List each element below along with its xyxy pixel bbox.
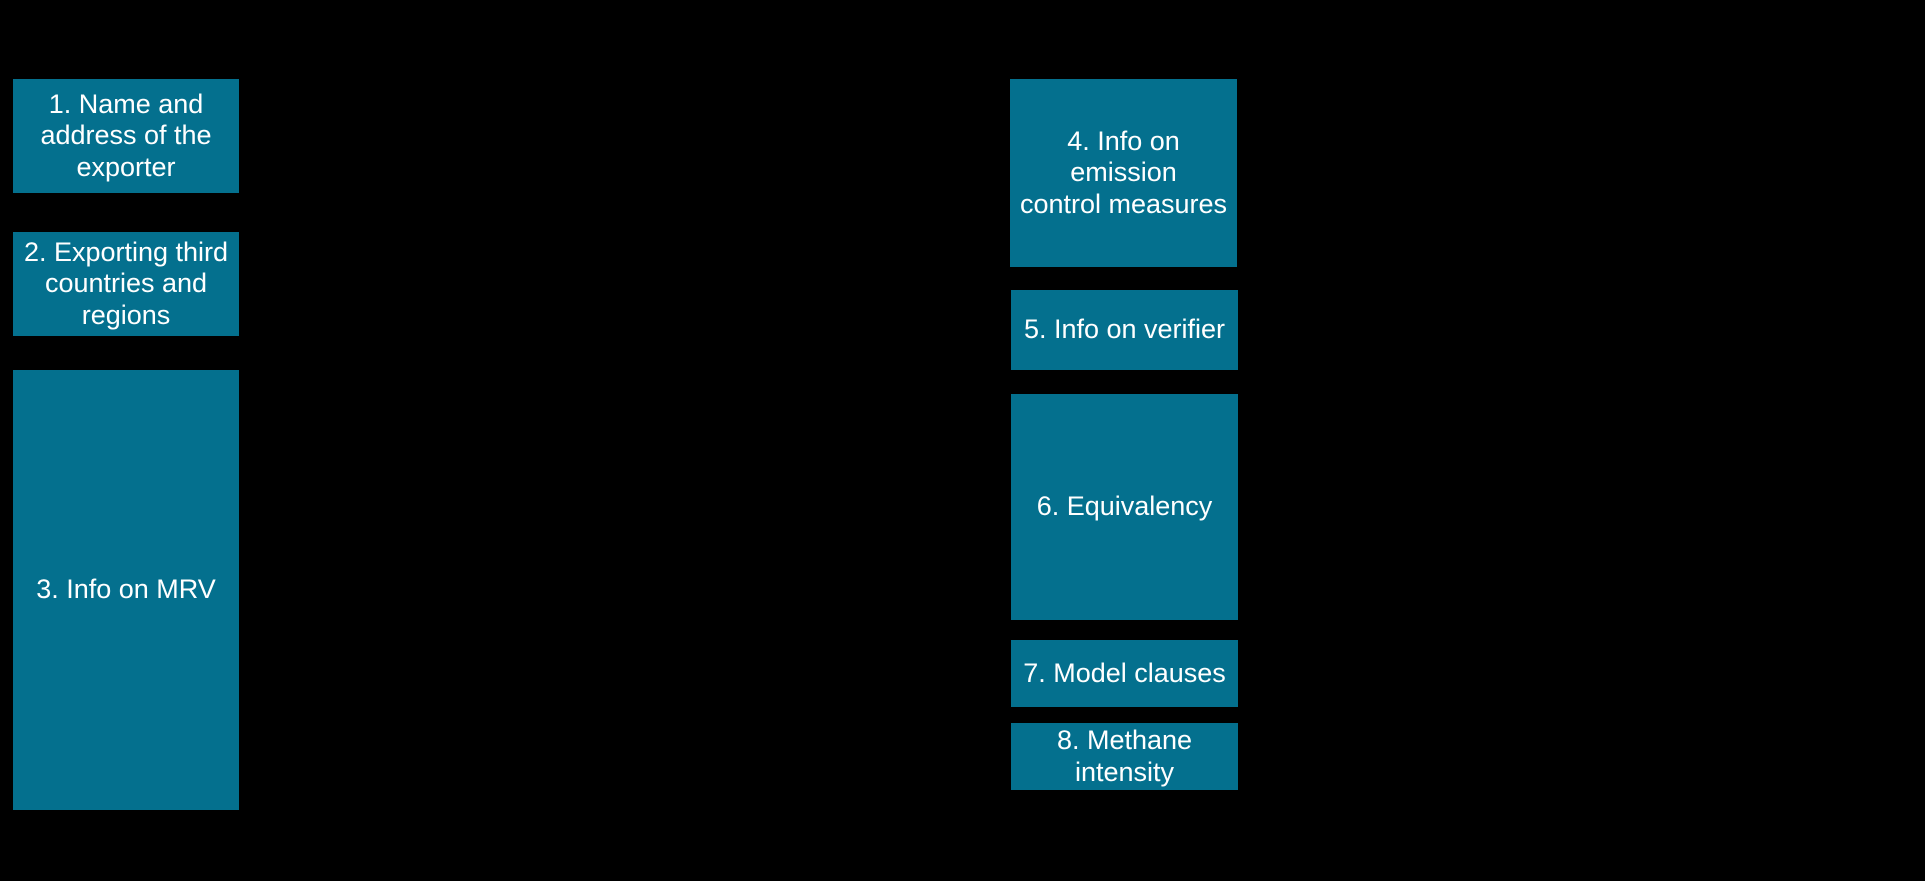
box-info-on-mrv: 3. Info on MRV	[13, 370, 239, 810]
box-exporting-third-countries-and-regions: 2. Exporting third countries and regions	[13, 232, 239, 336]
box-label: 4. Info on emission control measures	[1019, 125, 1228, 219]
box-label: 3. Info on MRV	[36, 574, 216, 605]
box-methane-intensity: 8. Methane intensity	[1011, 723, 1238, 790]
box-info-on-emission-control-measures: 4. Info on emission control measures	[1010, 79, 1237, 267]
box-name-and-address-of-exporter: 1. Name and address of the exporter	[13, 79, 239, 193]
box-model-clauses: 7. Model clauses	[1011, 640, 1238, 707]
box-info-on-verifier: 5. Info on verifier	[1011, 290, 1238, 370]
box-equivalency: 6. Equivalency	[1011, 394, 1238, 620]
box-label: 7. Model clauses	[1023, 657, 1226, 688]
box-label: 1. Name and address of the exporter	[40, 88, 212, 182]
box-label: 5. Info on verifier	[1023, 314, 1226, 345]
box-label: 8. Methane intensity	[1056, 724, 1193, 787]
box-label: 6. Equivalency	[1036, 491, 1213, 522]
box-label: 2. Exporting third countries and regions	[23, 236, 229, 330]
